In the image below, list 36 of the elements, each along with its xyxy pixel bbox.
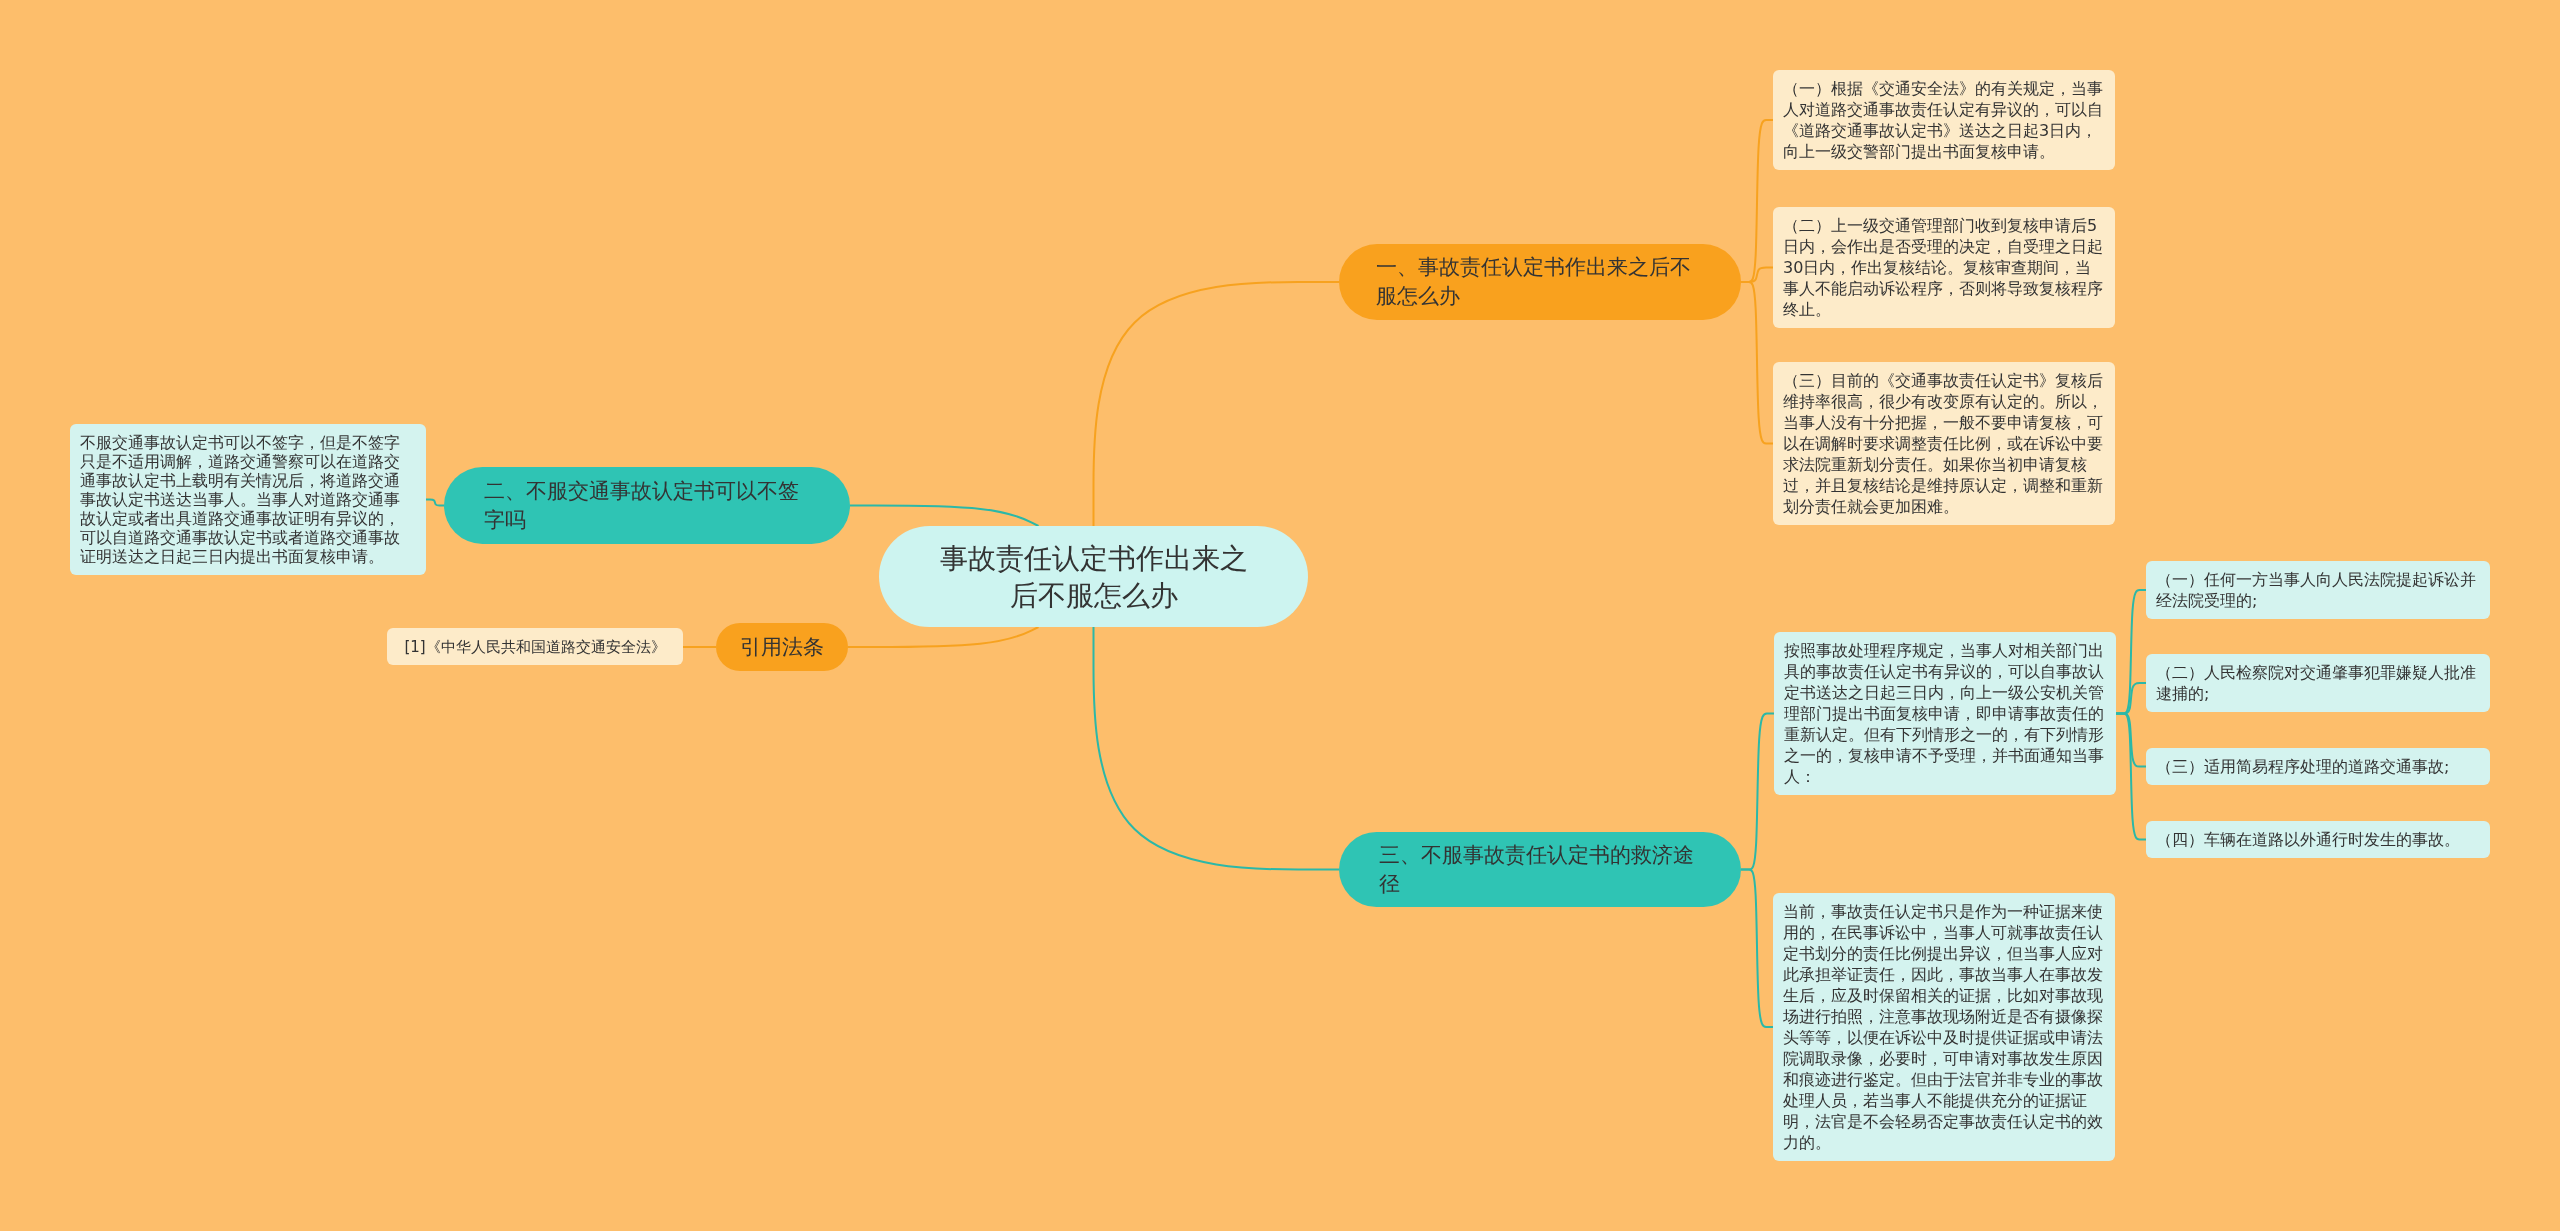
note-card <box>2146 561 2490 619</box>
note-text: 当前，事故责任认定书只是作为一种证据来使用的，在民事诉讼中，当事人可就事故责任认定书划分的责任比例提出异议，但当事人应对此承担举证责任，因此，事故当事人在事故发生后，应及时保留相关的证据，比如对事故现场进行拍照，注意事故现场附近是否有摄像探头等等，以便在诉讼中及时提供证据或申请法院调取录像，必要时，可申请对事故发生原因和痕迹进行鉴定。但由于法官并非专业的事故处理人员，若当事人不能提供充分的证据证明，法官是不会轻易否定事故责任认定书的效力的。 <box>1783 901 2104 1153</box>
note-text: 不服交通事故认定书可以不签字，但是不签字只是不适用调解，道路交通警察可以在道路交通事故认定书上载明有关情况后，将道路交通事故认定书送达当事人。当事人对道路交通事故认定或者出具道路交通事故证明有异议的，可以自道路交通事故认定书或者道路交通事故证明送达之日起三日内提出书面复核申请。 <box>80 433 401 566</box>
topic-title: 事故责任认定书作出来之后不服怎么办 <box>938 540 1249 614</box>
connector-line <box>1092 281 1340 527</box>
note-card <box>2146 821 2490 858</box>
note-text: （三）适用简易程序处理的道路交通事故; <box>2156 756 2451 777</box>
note-text: （二）人民检察院对交通肇事犯罪嫌疑人批准逮捕的; <box>2156 662 2477 704</box>
note-text: （一）根据《交通安全法》的有关规定，当事人对道路交通事故责任认定有异议的，可以自《道路交通事故认定书》送达之日起3日内，向上一级交警部门提出书面复核申请。 <box>1783 78 2104 162</box>
note-text: 按照事故处理程序规定，当事人对相关部门出具的事故责任认定书有异议的，可以自事故认定书送达之日起三日内，向上一级公安机关管理部门提出书面复核申请，即申请事故责任的重新认定。但有下列情形之一的，有下列情形之一的，复核申请不予受理，并书面通知当事人： <box>1784 640 2105 787</box>
note-card <box>1773 207 2115 328</box>
note-card <box>2146 748 2490 785</box>
connector-line <box>849 504 1040 527</box>
reference-text: [1]《中华人民共和国道路交通安全法》 <box>404 636 666 657</box>
connector-line <box>1740 868 1774 1028</box>
note-card <box>1773 362 2115 525</box>
connector-line <box>1740 281 1774 445</box>
note-card <box>2146 654 2490 712</box>
note-card <box>70 424 426 575</box>
connector-line <box>425 498 445 507</box>
reference-card <box>387 628 683 665</box>
note-card <box>1773 70 2115 170</box>
note-card <box>1774 632 2116 795</box>
note-text: （二）上一级交通管理部门收到复核申请后5日内，会作出是否受理的决定，自受理之日起30日内，作出复核结论。复核审查期间，当事人不能启动诉讼程序，否则将导致复核程序终止。 <box>1783 215 2104 320</box>
note-text: （一）任何一方当事人向人民法院提起诉讼并经法院受理的; <box>2156 569 2477 611</box>
connector-line <box>847 626 1040 648</box>
topic-title: 三、不服事故责任认定书的救济途径 <box>1379 841 1695 898</box>
topic-title: 引用法条 <box>740 633 824 661</box>
note-text: （四）车辆在道路以外通行时发生的事故。 <box>2156 829 2461 850</box>
connector-line <box>1092 626 1340 871</box>
branch-topic <box>716 623 848 671</box>
connector-line <box>682 646 717 648</box>
connector-line <box>2115 712 2147 841</box>
topic-title: 一、事故责任认定书作出来之后不服怎么办 <box>1376 254 1692 310</box>
topic-title: 二、不服交通事故认定书可以不签字吗 <box>484 477 800 534</box>
note-text: （三）目前的《交通事故责任认定书》复核后维持率很高，很少有改变原有认定的。所以，当事人没有十分把握，一般不要申请复核，可以在调解时要求调整责任比例，或在诉讼中要求法院重新划分责任。如果你当初申请复核过，并且复核结论是维持原认定，调整和重新划分责任就会更加困难。 <box>1783 370 2104 517</box>
